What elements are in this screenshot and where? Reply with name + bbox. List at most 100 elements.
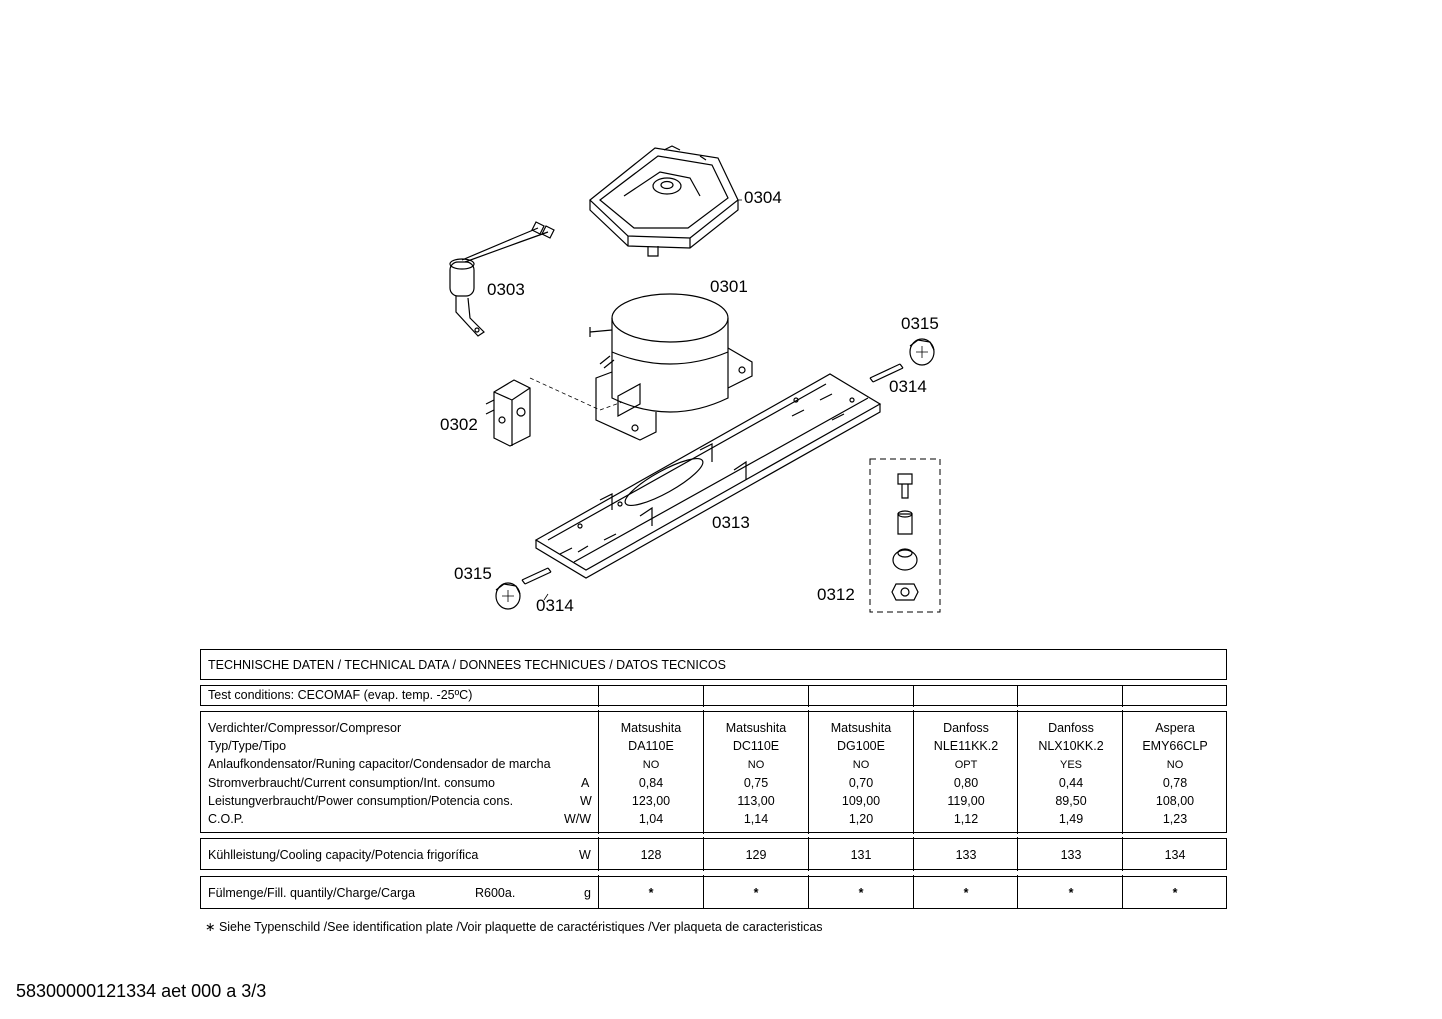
col5-power: 89,50	[1055, 794, 1087, 808]
col3-charge: *	[858, 886, 864, 900]
row-label-type: Typ/Type/Tipo	[208, 739, 287, 753]
col3-current: 0,70	[848, 776, 874, 790]
col1-charge: *	[648, 886, 654, 900]
col2-cop: 1,14	[743, 812, 769, 826]
charge-label: Fülmenge/Fill. quantily/Charge/Carga	[208, 886, 416, 900]
col6-current: 0,78	[1162, 776, 1188, 790]
col5-cop: 1,49	[1058, 812, 1084, 826]
charge-box: Fülmenge/Fill. quantily/Charge/Carga R60…	[200, 876, 1227, 909]
col4-type: NLE11KK.2	[933, 739, 999, 753]
row-label-cop: C.O.P.	[208, 812, 244, 826]
exploded-parts-drawing	[449, 145, 941, 613]
col3-power: 109,00	[841, 794, 881, 808]
pin-part-left	[521, 567, 552, 585]
col5-capacitor: YES	[1059, 759, 1082, 771]
col3-capacitor: NO	[852, 759, 870, 771]
row-label-compressor: Verdichter/Compressor/Compresor	[208, 721, 402, 735]
cooling-capacity-box: Kühlleistung/Cooling capacity/Potencia f…	[200, 838, 1227, 870]
col2-capacitor: NO	[747, 759, 765, 771]
part-label-0312: 0312	[817, 585, 855, 604]
gap-mask	[201, 834, 1226, 837]
col5-charge: *	[1068, 886, 1074, 900]
col4-compressor: Danfoss	[943, 721, 989, 735]
rubber-foot-part-right	[909, 338, 935, 366]
col6-charge: *	[1172, 886, 1178, 900]
col6-compressor: Aspera	[1155, 721, 1195, 735]
table-header: TECHNISCHE DATEN / TECHNICAL DATA / DONN…	[208, 658, 726, 672]
part-label-0304: 0304	[744, 188, 782, 207]
base-rail-part	[534, 373, 882, 579]
test-conditions: Test conditions: CECOMAF (evap. temp. -2…	[208, 688, 473, 702]
row-label-current: Stromverbraucht/Current consumption/Int.…	[208, 776, 495, 790]
part-label-0302: 0302	[440, 415, 478, 434]
col6-power: 108,00	[1155, 794, 1195, 808]
unit-current: A	[581, 776, 590, 790]
row-label-capacitor: Anlaufkondensator/Runing capacitor/Conde…	[208, 757, 551, 771]
part-label-0315-left: 0315	[454, 564, 492, 583]
column-divider	[808, 685, 809, 909]
col6-capacitor: NO	[1166, 759, 1184, 771]
col4-charge: *	[963, 886, 969, 900]
document-id: 58300000121334 aet 000 a 3/3	[16, 981, 267, 1001]
part-label-0314-left: 0314	[536, 596, 574, 615]
leader-lines	[543, 199, 742, 601]
charge-refrigerant: R600a.	[475, 886, 516, 900]
footnote: ∗ Siehe Typenschild /See identification …	[205, 920, 823, 934]
capacitor-part	[449, 221, 555, 337]
unit-cop: W/W	[564, 812, 592, 826]
part-label-0301: 0301	[710, 277, 748, 296]
col2-cooling: 129	[745, 848, 767, 862]
col4-power: 119,00	[947, 794, 985, 808]
rubber-foot-part-left	[495, 582, 521, 610]
part-label-0315-right: 0315	[901, 314, 939, 333]
col5-compressor: Danfoss	[1048, 721, 1094, 735]
col5-current: 0,44	[1058, 776, 1084, 790]
col2-type: DC110E	[732, 739, 780, 753]
col6-cooling: 134	[1164, 848, 1186, 862]
col5-cooling: 133	[1060, 848, 1082, 862]
col2-charge: *	[753, 886, 759, 900]
column-divider	[913, 685, 914, 909]
gap-mask	[201, 871, 1226, 875]
col1-cooling: 128	[640, 848, 662, 862]
col3-compressor: Matsushita	[830, 721, 892, 735]
starter-relay-part	[485, 377, 623, 447]
col2-current: 0,75	[743, 776, 769, 790]
col5-type: NLX10KK.2	[1038, 739, 1104, 753]
column-divider	[703, 685, 704, 909]
col6-type: EMY66CLP	[1142, 739, 1208, 753]
pin-part-right	[869, 363, 904, 383]
unit-power: W	[580, 794, 592, 808]
test-conditions-box: Test conditions: CECOMAF (evap. temp. -2…	[200, 685, 1227, 706]
part-label-0303: 0303	[487, 280, 525, 299]
col3-type: DG100E	[837, 739, 885, 753]
column-divider	[598, 685, 599, 909]
table-header-box: TECHNISCHE DATEN / TECHNICAL DATA / DONN…	[200, 649, 1227, 680]
gap-mask	[201, 707, 1226, 710]
cooling-label: Kühlleistung/Cooling capacity/Potencia f…	[208, 848, 479, 862]
col4-cop: 1,12	[953, 812, 979, 826]
col6-cop: 1,23	[1162, 812, 1188, 826]
col3-cop: 1,20	[848, 812, 874, 826]
col4-current: 0,80	[953, 776, 979, 790]
col1-compressor: Matsushita	[620, 721, 682, 735]
row-label-power: Leistungverbraucht/Power consumption/Pot…	[208, 794, 514, 808]
col1-capacitor: NO	[642, 759, 660, 771]
compressor-data-box: Verdichter/Compressor/Compresor Typ/Type…	[200, 711, 1227, 833]
part-label-0314-right: 0314	[889, 377, 927, 396]
compressor-tray-part	[589, 145, 739, 257]
col2-compressor: Matsushita	[725, 721, 787, 735]
part-label-0313: 0313	[712, 513, 750, 532]
col2-power: 113,00	[737, 794, 775, 808]
col4-capacitor: OPT	[954, 759, 978, 771]
col1-current: 0,84	[638, 776, 664, 790]
col1-power: 123,00	[631, 794, 671, 808]
cooling-unit: W	[579, 848, 591, 862]
col1-cop: 1,04	[638, 812, 664, 826]
col3-cooling: 131	[850, 848, 872, 862]
column-divider	[1122, 685, 1123, 909]
column-divider	[1017, 685, 1018, 909]
col1-type: DA110E	[628, 739, 674, 753]
fixing-kit-part	[869, 458, 941, 613]
col4-cooling: 133	[955, 848, 977, 862]
